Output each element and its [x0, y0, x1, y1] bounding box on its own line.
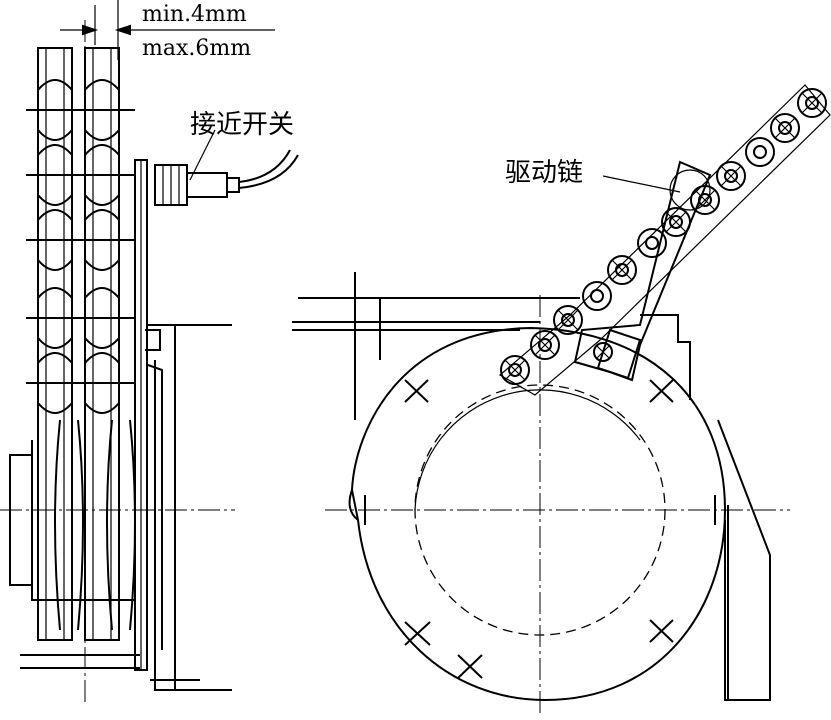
- side-view: [0, 0, 299, 705]
- chain-rollers: [500, 88, 827, 385]
- max-gap-label: max.6mm: [142, 36, 252, 61]
- support-housing: [640, 314, 771, 701]
- drive-wheel: [348, 326, 727, 702]
- switch-cable: [238, 149, 299, 189]
- gap-dimension: [60, 0, 275, 60]
- switch-leader: [189, 129, 216, 181]
- sprocket-wheel-side: [9, 419, 140, 669]
- front-view: [292, 84, 831, 715]
- guide-rail: [292, 272, 580, 420]
- min-gap-label: min.4mm: [142, 2, 247, 27]
- frame-side: [147, 324, 232, 691]
- chain-pin-crosses: [504, 92, 823, 381]
- drive-chain: [498, 84, 831, 396]
- chain-leader: [602, 175, 681, 193]
- proximity-switch-label: 接近开关: [190, 110, 295, 140]
- double-chain-strands: [26, 47, 135, 641]
- drive-chain-label: 驱动链: [505, 158, 584, 188]
- proximity-switch: [154, 129, 299, 206]
- sensing-plate: [134, 159, 161, 671]
